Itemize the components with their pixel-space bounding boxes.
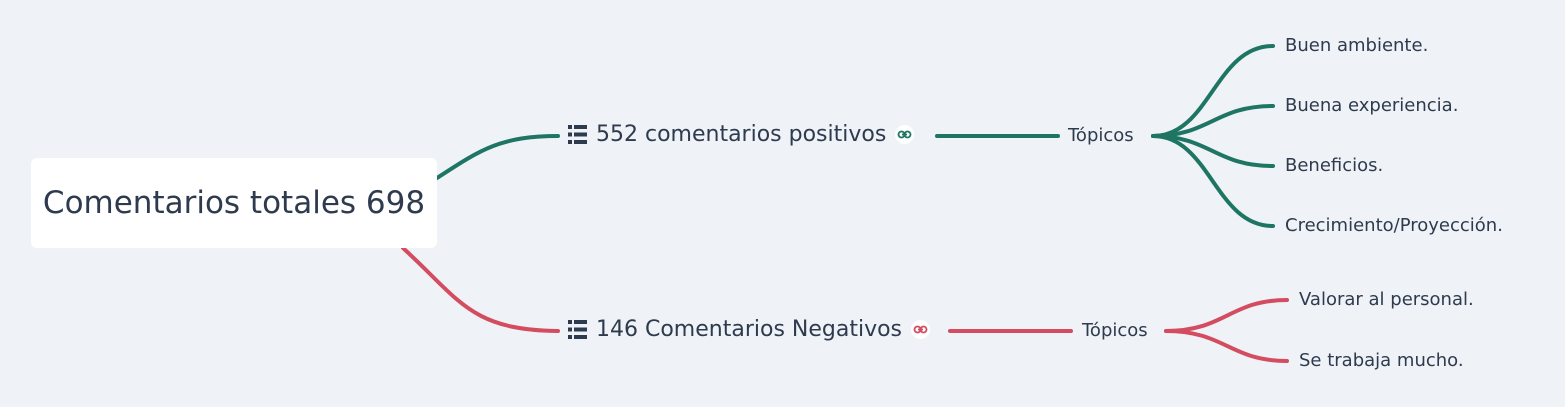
positive-leaf[interactable]: Buena experiencia. [1285,95,1459,116]
positive-branch-label: 552 comentarios positivos [596,122,887,147]
positive-branch-node[interactable]: 552 comentarios positivos [568,122,915,147]
negative-topics-node[interactable]: Tópicos [1082,320,1148,341]
link-icon[interactable] [911,320,931,339]
connector-negative-leaf-1 [1164,298,1289,333]
connector-positive-leaf-1 [1151,44,1275,138]
root-label: Comentarios totales 698 [42,185,426,221]
list-icon [568,320,587,339]
negative-leaf[interactable]: Valorar al personal. [1299,289,1474,310]
list-icon [568,125,587,144]
positive-topics-node[interactable]: Tópicos [1068,125,1134,146]
positive-leaf[interactable]: Crecimiento/Proyección. [1285,215,1503,236]
negative-leaf[interactable]: Se trabaja mucho. [1299,350,1464,371]
connector-root-negative [401,246,560,333]
root-node[interactable]: Comentarios totales 698 [31,158,437,248]
connector-positive-leaf-4 [1151,134,1275,228]
connector-positive-leaf-2 [1151,104,1275,138]
negative-branch-node[interactable]: 146 Comentarios Negativos [568,317,931,342]
positive-leaf[interactable]: Beneficios. [1285,155,1384,176]
connector-root-positive [435,134,560,180]
positive-leaf[interactable]: Buen ambiente. [1285,35,1429,56]
link-icon[interactable] [895,125,915,144]
negative-branch-label: 146 Comentarios Negativos [596,317,903,342]
connector-negative-leaf-2 [1164,329,1289,363]
